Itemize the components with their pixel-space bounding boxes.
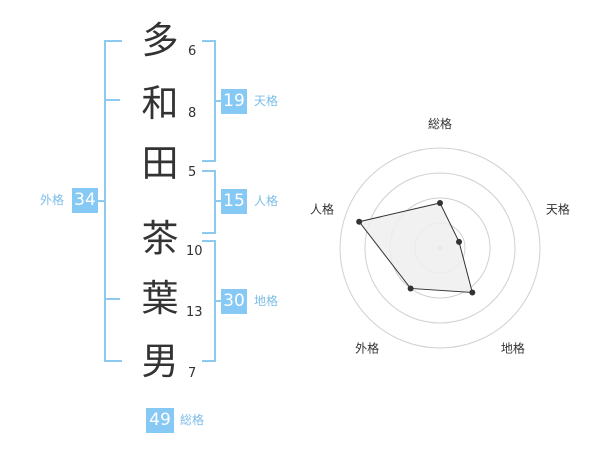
- radar-ring: [364, 172, 516, 324]
- tenkaku-connector: [214, 100, 222, 102]
- gaikaku-bracket-mid-tick: [104, 298, 120, 300]
- name-char-5: 葉: [141, 277, 179, 320]
- radar-axis-label-5: 人格: [310, 202, 334, 217]
- radar-axis-label-2: 天格: [546, 202, 570, 217]
- gaikaku-bracket: [104, 40, 122, 362]
- radar-series-polygon: [358, 202, 473, 294]
- jinkaku-connector: [214, 200, 222, 202]
- radar-axis-label-1: 総格: [428, 116, 452, 131]
- name-char-4: 茶: [141, 217, 179, 260]
- jinkaku-value-badge: 15: [221, 189, 247, 214]
- soukaku-label: 総格: [180, 413, 205, 427]
- radar-point-4: [407, 285, 414, 292]
- stroke-count-6: 7: [188, 366, 197, 381]
- name-char-6: 男: [141, 340, 179, 383]
- radar-point-5: [356, 218, 363, 225]
- chikaku-value-badge: 30: [221, 289, 247, 314]
- gaikaku-bracket-mid-tick: [104, 99, 120, 101]
- name-char-2: 和: [141, 82, 179, 125]
- gaikaku-label: 外格: [40, 193, 65, 207]
- radar-series: [356, 200, 476, 296]
- radar-ring: [339, 147, 541, 349]
- stroke-count-3: 5: [188, 165, 197, 180]
- stroke-count-1: 6: [188, 44, 197, 59]
- radar-point-2: [456, 238, 463, 245]
- chikaku-connector: [214, 300, 222, 302]
- radar-point-1: [437, 200, 443, 206]
- name-char-1: 多: [141, 19, 179, 62]
- tenkaku-label: 天格: [254, 94, 279, 108]
- stroke-count-5: 13: [186, 305, 203, 320]
- soukaku-value-badge: 49: [146, 408, 174, 433]
- radar-axis-label-4: 外格: [355, 340, 379, 355]
- stroke-count-2: 8: [188, 106, 197, 121]
- chikaku-label: 地格: [254, 294, 279, 308]
- tenkaku-value-badge: 19: [221, 89, 247, 114]
- jinkaku-bracket: [202, 170, 216, 234]
- stroke-count-4: 10: [186, 244, 203, 259]
- gaikaku-connector: [96, 200, 106, 202]
- radar-point-3: [469, 289, 476, 296]
- name-char-3: 田: [141, 142, 179, 185]
- radar-axis-label-3: 地格: [501, 340, 525, 355]
- jinkaku-label: 人格: [254, 194, 279, 208]
- gaikaku-value-badge: 34: [72, 188, 98, 213]
